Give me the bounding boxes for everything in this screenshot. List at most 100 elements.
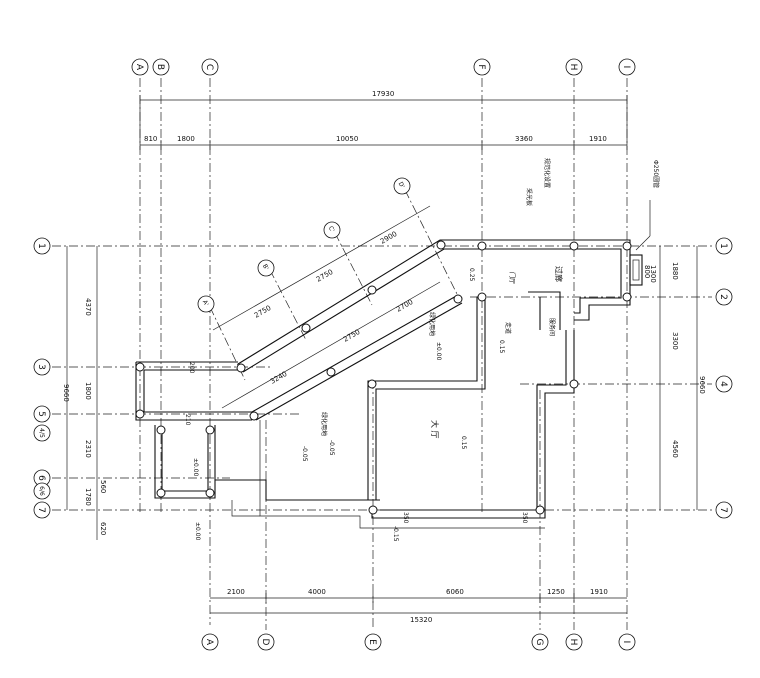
grid-axes <box>52 78 712 630</box>
dim-right-seg-2: 3300 <box>671 332 679 350</box>
column <box>622 292 632 302</box>
column <box>249 411 259 421</box>
axis-bubbles <box>33 58 733 651</box>
level-6: ±0.00 <box>192 458 199 477</box>
area-green-label-1: 绿化用地 <box>428 312 436 336</box>
small-dimensions: 200 210 350 350 <box>184 362 528 524</box>
dim-diag-lower-1: 3240 <box>269 370 288 386</box>
axis-A-prime <box>209 306 246 381</box>
dim-left-seg-3: 2310 <box>84 440 92 458</box>
bubble-top-F: F <box>476 64 486 69</box>
room-corridor-label: 走道 <box>504 322 512 334</box>
dim-top-seg-2: 1800 <box>177 135 195 143</box>
level-8: ±0.00 <box>194 522 201 541</box>
left-dimensions: 9660 4370 1800 2310 1780 560 620 <box>62 246 107 540</box>
dim-left-seg-6: 620 <box>99 522 107 535</box>
level-5: 0.15 <box>460 436 467 450</box>
room-hall-label: 大 厅 <box>430 420 440 439</box>
bubble-right-4: 4 <box>718 381 728 387</box>
bubble-bottom-A: A <box>204 639 214 646</box>
level-7: -0.15 <box>392 526 399 542</box>
area-green-label-2: 绿化用地 <box>320 412 328 436</box>
column <box>135 362 145 372</box>
bubble-left-5: 5 <box>36 411 46 417</box>
bottom-dimensions: 2100 4000 6060 1250 1910 15320 <box>210 588 627 624</box>
column <box>205 425 215 435</box>
bubble-right-7: 7 <box>718 507 728 513</box>
dim-small-4: 350 <box>521 512 528 524</box>
level-4: -0.05 <box>328 440 335 456</box>
dim-diag-upper-3: 2900 <box>379 230 398 246</box>
bubble-top-A: A <box>134 64 144 71</box>
dim-left-seg-5: 560 <box>99 480 107 493</box>
dim-diag-lower-2: 2750 <box>342 328 361 344</box>
level-markers: 0.25 0.15 ±0.00 -0.05 0.15 ±0.00 -0.15 ±… <box>192 268 505 542</box>
column <box>453 294 463 304</box>
column <box>301 323 311 333</box>
dim-small-3: 350 <box>402 512 409 524</box>
bubble-right-2: 2 <box>718 294 728 300</box>
bubble-top-B: B <box>155 64 165 70</box>
axis-D-prime <box>404 189 461 301</box>
bubble-left-6: 6 <box>36 475 46 481</box>
dim-top-overall: 17930 <box>372 90 394 98</box>
dim-right-seg-5: 800 <box>643 265 651 278</box>
column <box>535 505 545 515</box>
dim-top-seg-4: 3360 <box>515 135 533 143</box>
room-door-label: 门厅 <box>508 272 516 284</box>
dim-left-overall: 9660 <box>62 384 70 402</box>
column <box>436 240 446 250</box>
column <box>156 425 166 435</box>
level-2: 0.15 <box>498 340 505 354</box>
axis-bubble-labels: A B C F H I A D E G H I 1 3 5 4/5 6 6/6 … <box>36 64 728 646</box>
dim-bottom-seg-4: 1250 <box>547 588 565 596</box>
right-dimensions: 9660 1880 3300 4560 1300 800 <box>643 246 706 510</box>
column <box>622 241 632 251</box>
pipe-label: Φ250圆管 <box>652 160 660 188</box>
structural-columns <box>135 240 632 515</box>
dim-bottom-overall: 15320 <box>410 616 432 624</box>
column <box>326 367 336 377</box>
column <box>569 241 579 251</box>
dim-bottom-seg-3: 6060 <box>446 588 464 596</box>
bubble-top-I: I <box>621 66 631 69</box>
dim-bottom-seg-1: 2100 <box>227 588 245 596</box>
dim-right-overall: 9660 <box>698 376 706 394</box>
tag-a-label: 规范化设置 <box>543 158 551 188</box>
column <box>569 379 579 389</box>
top-dimensions: 17930 810 1800 10050 3360 1910 <box>139 90 628 150</box>
dim-diag-upper-1: 2750 <box>253 304 272 320</box>
bubble-top-C: C <box>204 64 214 70</box>
bubble-bottom-H: H <box>568 639 578 646</box>
column <box>477 292 487 302</box>
bubble-diag-D: D' <box>397 181 406 190</box>
dim-right-seg-3: 4560 <box>671 440 679 458</box>
bubble-left-4-5: 4/5 <box>38 428 45 438</box>
dim-top-seg-1: 810 <box>144 135 157 143</box>
bubble-left-7: 7 <box>36 507 46 513</box>
column <box>367 285 377 295</box>
dim-bottom-seg-2: 4000 <box>308 588 326 596</box>
building-walls <box>135 239 643 529</box>
bubble-bottom-D: D <box>260 639 270 646</box>
dim-diag-lower-3: 2700 <box>395 298 414 314</box>
dim-top-seg-5: 1910 <box>589 135 607 143</box>
column <box>477 241 487 251</box>
dim-left-seg-2: 1800 <box>84 382 92 400</box>
column <box>367 379 377 389</box>
column <box>205 488 215 498</box>
level-9: -0.05 <box>301 446 308 462</box>
dim-right-seg-1: 1880 <box>671 262 679 280</box>
column <box>368 505 378 515</box>
bubble-left-3: 3 <box>36 364 46 370</box>
room-service-label: 服务间 <box>548 318 556 336</box>
axis-C-prime <box>334 232 373 306</box>
column <box>156 488 166 498</box>
bubble-diag-C: C' <box>327 225 336 234</box>
dim-bottom-seg-5: 1910 <box>590 588 608 596</box>
dim-right-seg-4: 1300 <box>649 265 657 283</box>
dim-small-1: 200 <box>188 362 195 374</box>
dim-left-seg-4: 1780 <box>84 488 92 506</box>
bubble-left-6-6: 6/6 <box>38 486 45 496</box>
